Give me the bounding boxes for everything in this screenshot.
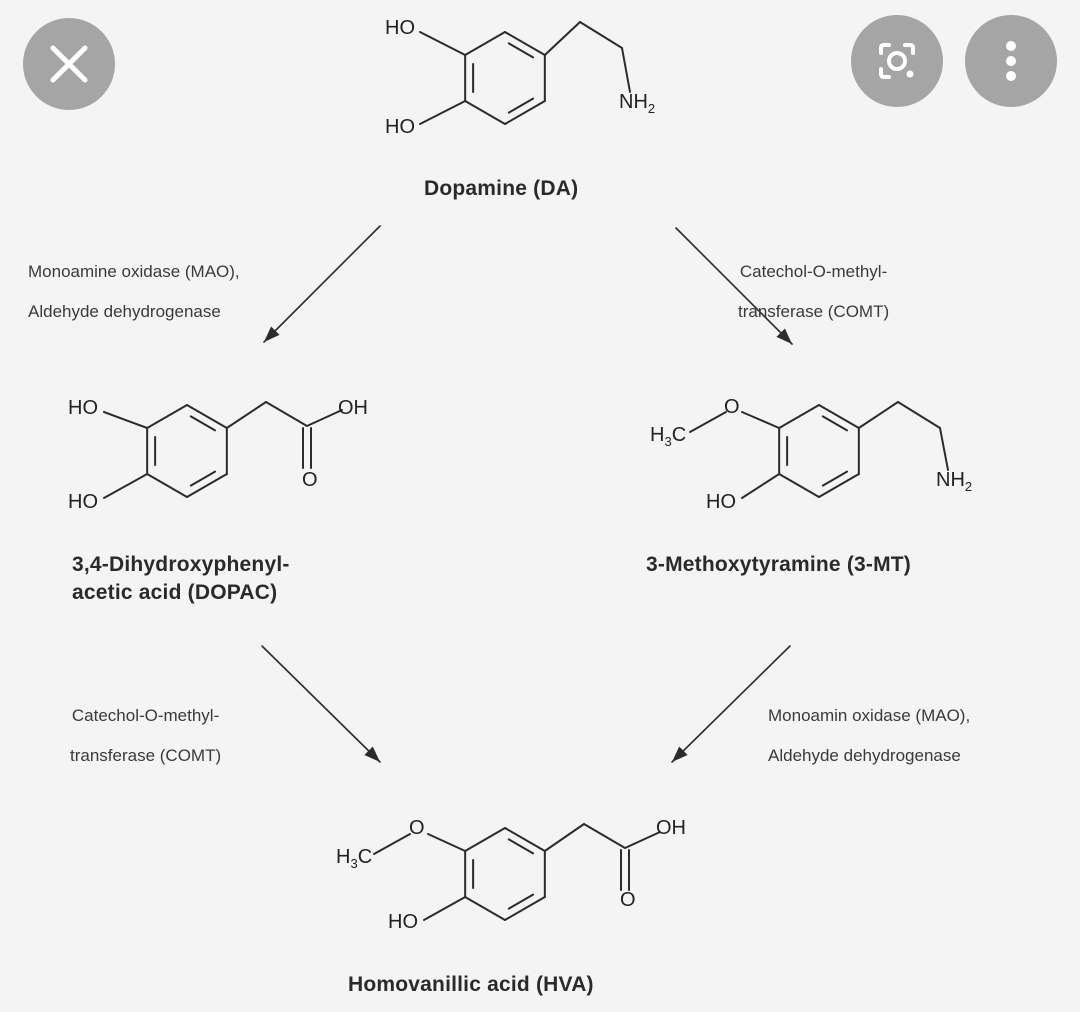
- hva-methyl: H3C: [336, 846, 373, 871]
- close-button[interactable]: [23, 18, 115, 110]
- dopac-ho-bottom: HO: [68, 491, 98, 513]
- dopamine-ring-bond: [504, 31, 546, 56]
- mt-methoxy-bond: [741, 411, 781, 429]
- hva-oh: OH: [656, 817, 686, 839]
- hva-name: Homovanillic acid (HVA): [348, 973, 594, 996]
- arrow-dopac-to-hva: [261, 645, 381, 763]
- mt-chain: [897, 401, 941, 429]
- more-options-button[interactable]: [965, 15, 1057, 107]
- dopamine-name: Dopamine (DA): [424, 177, 579, 200]
- dopamine-nh2: NH2: [619, 91, 656, 116]
- enzyme-dopac-to-hva: Catechol-O-methyl- transferase (COMT): [70, 686, 221, 786]
- mt-ring-double-bond: [821, 470, 849, 487]
- enzyme-line: Aldehyde dehydrogenase: [768, 746, 961, 765]
- enzyme-da-to-3mt: Catechol-O-methyl- transferase (COMT): [738, 242, 889, 342]
- dopac-oh-bond: [103, 411, 149, 429]
- dopac-oh: OH: [338, 397, 368, 419]
- hva-ring-bond: [504, 827, 546, 852]
- hva-oh-bond: [423, 896, 467, 921]
- enzyme-line: Catechol-O-methyl-: [71, 706, 220, 725]
- mt-ring-bond: [818, 404, 860, 429]
- mt-name: 3-Methoxytyramine (3-MT): [646, 553, 912, 576]
- hva-methyl-bond: [373, 833, 411, 855]
- hva-chain: [543, 823, 585, 852]
- hva-methoxy-o: O: [409, 817, 425, 839]
- dopamine-ho-top: HO: [385, 17, 415, 39]
- lens-button[interactable]: [851, 15, 943, 107]
- dopac-ring-bond: [146, 473, 188, 498]
- arrow-da-to-3mt-head: [776, 328, 792, 344]
- mt-ring-bond: [778, 473, 820, 498]
- mt-oh-bond: [741, 473, 781, 499]
- dopamine-oh-bond: [419, 100, 467, 125]
- hva-carbonyl-o: O: [620, 889, 636, 911]
- more-vert-icon: [1006, 41, 1016, 81]
- dopamine-ring-double-bond: [507, 97, 535, 114]
- dopamine-ring-bond: [464, 31, 506, 56]
- dopamine-ring-bond: [464, 100, 506, 125]
- enzyme-line: Monoamine oxidase (MAO),: [28, 262, 240, 281]
- mt-ring-double-bond: [821, 415, 849, 432]
- enzyme-line: Monoamin oxidase (MAO),: [768, 706, 971, 725]
- dopac-oh-bond: [103, 473, 149, 499]
- mt-methoxy-o: O: [724, 396, 740, 418]
- enzyme-da-to-dopac: Monoamine oxidase (MAO), Aldehyde dehydr…: [28, 242, 240, 342]
- enzyme-line: transferase (COMT): [738, 302, 890, 321]
- mt-chain: [939, 427, 949, 471]
- enzyme-line: Aldehyde dehydrogenase: [28, 302, 221, 321]
- mt-ho: HO: [706, 491, 736, 513]
- mt-ring-bond: [778, 404, 820, 429]
- dopac-ring-bond: [186, 404, 228, 429]
- dopamine-ho-bottom: HO: [385, 116, 415, 138]
- dopamine-chain: [579, 21, 623, 49]
- hva-ring-double-bond: [507, 838, 535, 855]
- close-icon: [50, 45, 88, 83]
- mt-ring-bond: [818, 473, 860, 498]
- arrow-da-to-3mt: [675, 227, 793, 345]
- dopac-chain: [306, 409, 343, 427]
- hva-ring-double-bond: [507, 893, 535, 910]
- dopamine-oh-bond: [419, 31, 467, 56]
- dopac-chain: [265, 401, 308, 427]
- hva-ring-bond: [464, 827, 506, 852]
- hva-ho: HO: [388, 911, 418, 933]
- dopac-ring-bond: [146, 404, 188, 429]
- dopac-ring-double-bond: [189, 470, 217, 487]
- hva-chain: [583, 823, 626, 849]
- hva-methoxy-bond: [427, 833, 467, 852]
- mt-chain: [857, 401, 899, 429]
- enzyme-3mt-to-hva: Monoamin oxidase (MAO), Aldehyde dehydro…: [768, 686, 970, 786]
- dopamine-ring-double-bond: [507, 42, 535, 59]
- hva-ring-bond: [504, 896, 546, 921]
- mt-nh2: NH2: [936, 469, 973, 494]
- arrow-dopac-to-hva-head: [364, 746, 380, 762]
- dopac-name-line1: 3,4-Dihydroxyphenyl-: [72, 553, 290, 576]
- lens-icon: [879, 43, 915, 79]
- mt-methyl-bond: [689, 411, 727, 433]
- hva-ring-bond: [464, 896, 506, 921]
- arrow-da-to-dopac: [263, 225, 381, 343]
- arrow-da-to-dopac-head: [264, 326, 280, 342]
- dopamine-chain: [543, 21, 581, 56]
- dopamine-chain: [621, 47, 631, 93]
- dopamine-ring-bond: [504, 100, 546, 125]
- dopac-carbonyl-o: O: [302, 469, 318, 491]
- mt-methyl: H3C: [650, 424, 687, 449]
- arrow-3mt-to-hva: [671, 645, 791, 763]
- arrow-3mt-to-hva-head: [672, 746, 688, 762]
- enzyme-line: transferase (COMT): [70, 746, 222, 765]
- dopac-ho-top: HO: [68, 397, 98, 419]
- dopac-name-line2: acetic acid (DOPAC): [72, 581, 278, 604]
- dopac-chain: [225, 401, 267, 429]
- dopac-ring-double-bond: [189, 415, 217, 432]
- hva-chain: [624, 831, 661, 849]
- dopac-ring-bond: [186, 473, 228, 498]
- enzyme-line: Catechol-O-methyl-: [739, 262, 888, 281]
